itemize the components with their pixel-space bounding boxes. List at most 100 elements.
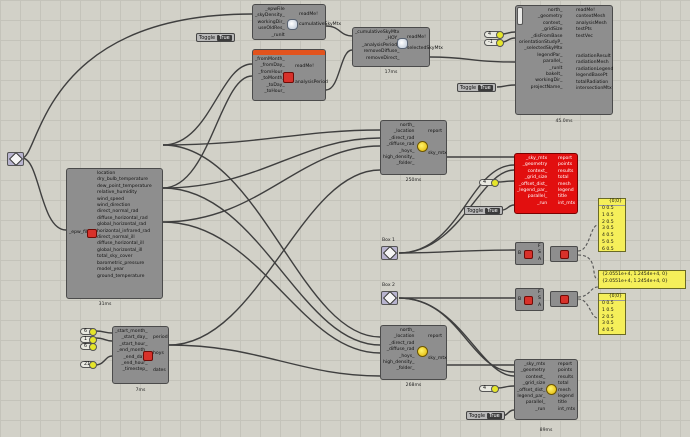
output-param[interactable]: barometric_pressure <box>97 260 145 266</box>
analysis-period-component[interactable]: _start_month_ _start_day_ _start_hour_ _… <box>112 326 169 384</box>
output-param[interactable]: selectedSkyMtx <box>407 46 444 52</box>
input-param[interactable]: _geometry <box>522 162 548 168</box>
output-param[interactable]: relative_humidity <box>97 190 137 196</box>
input-param[interactable]: _run <box>535 406 546 412</box>
output-param[interactable]: S <box>538 250 541 256</box>
toggle-value[interactable]: True <box>217 34 232 41</box>
run-toggle[interactable]: Toggle True <box>196 33 235 42</box>
input-param[interactable]: legend_par_ <box>517 394 546 400</box>
output-param[interactable]: direct_normal_ill <box>97 235 135 241</box>
output-panel[interactable]: {0;0} 0 0.5 1 0.5 2 0.5 3 0.5 4 0.5 5 0.… <box>598 198 626 252</box>
input-param[interactable]: _epwFile <box>265 7 285 12</box>
input-param[interactable]: _selectedSkyMtx <box>524 46 563 52</box>
input-param[interactable]: _direct_rad <box>389 340 415 346</box>
output-param[interactable]: period <box>153 335 168 340</box>
input-param[interactable]: _runIt <box>271 32 285 38</box>
input-param[interactable]: _geometry <box>537 14 563 20</box>
output-param[interactable]: global_horizontal_ill <box>97 247 143 253</box>
output-param[interactable]: analysisMesh <box>576 20 607 26</box>
input-param[interactable]: parallel_ <box>543 59 563 65</box>
input-param[interactable]: _location <box>393 334 415 340</box>
input-param[interactable]: context_ <box>542 20 563 26</box>
input-param[interactable]: _diffuse_rad <box>386 347 415 353</box>
output-param[interactable]: intersectionMtx <box>576 86 612 92</box>
input-param[interactable]: _end_month_ <box>117 348 148 354</box>
output-param[interactable]: cumulativeSkyMtx <box>299 22 342 28</box>
output-param[interactable]: readMe! <box>576 8 595 13</box>
input-param[interactable]: north_ <box>547 8 563 13</box>
output-param[interactable]: dates <box>153 367 166 373</box>
output-param[interactable]: F <box>538 290 541 295</box>
output-param[interactable]: radiationMesh <box>576 60 609 66</box>
output-param[interactable]: mesh <box>558 387 571 393</box>
input-param[interactable]: _location <box>393 129 415 135</box>
output-param[interactable]: report <box>558 156 573 161</box>
slider-grip[interactable] <box>491 179 499 187</box>
input-param[interactable]: _fromMonth_ <box>255 57 285 62</box>
output-param[interactable]: readMe! <box>299 12 318 17</box>
output-param[interactable]: direct_normal_rad <box>97 209 139 215</box>
number-slider[interactable]: 4 <box>484 31 504 39</box>
output-param[interactable]: testVec <box>576 33 593 39</box>
run-toggle[interactable]: Toggle True <box>466 411 505 420</box>
slider-grip[interactable] <box>496 31 504 39</box>
input-param[interactable]: _timestep_ <box>122 367 148 373</box>
number-slider[interactable]: 21 <box>80 361 97 369</box>
run-toggle[interactable]: Toggle True <box>464 206 503 215</box>
output-param[interactable]: int_mtx <box>558 406 576 412</box>
number-slider[interactable]: 4 <box>479 385 499 393</box>
output-param[interactable]: A <box>538 302 542 308</box>
input-param[interactable]: _grid_size <box>524 175 548 181</box>
input-param[interactable]: bakeIt_ <box>545 72 563 78</box>
output-param[interactable]: legend <box>558 394 574 400</box>
input-param[interactable]: removeDiffuse_ <box>363 49 400 55</box>
input-param[interactable]: _geometry <box>520 368 546 374</box>
input-param[interactable]: _start_day_ <box>121 335 148 341</box>
output-param[interactable]: location <box>97 171 116 176</box>
input-param[interactable]: _hoys_ <box>399 353 415 359</box>
input-param[interactable]: _epw_file <box>69 230 91 235</box>
analysis-period-component[interactable]: _fromMonth_ _fromDay_ _fromHour_ _toMont… <box>252 49 328 101</box>
input-param[interactable]: _runIt <box>549 65 563 71</box>
output-param[interactable]: dry_bulb_temperature <box>97 177 149 183</box>
area-component[interactable] <box>550 291 578 307</box>
input-param[interactable]: _run <box>537 200 548 206</box>
output-param[interactable]: testPts <box>576 27 592 33</box>
input-param[interactable]: north_ <box>399 328 415 333</box>
number-slider[interactable]: 4 <box>479 179 499 187</box>
input-param[interactable]: _folder_ <box>396 161 415 167</box>
output-param[interactable]: readMe! <box>407 35 426 40</box>
sky-matrix-component[interactable]: north_ _location _direct_rad _diffuse_ra… <box>380 325 447 380</box>
cumulative-sky-component[interactable]: _epwFile _skyDensity_ workingDir_ useOld… <box>252 4 341 40</box>
input-param[interactable]: north_ <box>399 123 415 128</box>
run-toggle[interactable]: Toggle True <box>457 83 496 92</box>
output-param[interactable]: model_year <box>97 267 124 273</box>
input-param[interactable]: removeDirect_ <box>365 55 400 61</box>
input-param[interactable]: _sky_mtx <box>524 362 546 367</box>
input-param[interactable]: _direct_rad <box>389 135 415 141</box>
output-param[interactable]: report <box>558 362 573 367</box>
toggle-value[interactable]: True <box>485 207 500 214</box>
input-param[interactable]: _hoys_ <box>399 148 415 154</box>
input-param[interactable]: _end_day_ <box>123 354 148 360</box>
input-param[interactable]: high_density_ <box>383 360 415 366</box>
output-param[interactable]: report <box>428 129 443 134</box>
output-param[interactable]: report <box>428 334 443 339</box>
input-param[interactable]: _grid_size <box>522 381 546 387</box>
output-panel[interactable]: {0;0} 0 0.5 1 0.5 2 0.5 3 0.5 4 0.5 <box>598 293 626 335</box>
file-path-param[interactable] <box>7 151 24 167</box>
input-param[interactable]: _toMonth_ <box>261 76 285 82</box>
input-param[interactable]: useOldRes_ <box>258 26 285 32</box>
output-param[interactable]: total <box>558 381 569 387</box>
radiation-study-component[interactable]: _sky_mtx _geometry context_ _grid_size _… <box>514 359 578 420</box>
output-param[interactable]: total_sky_cover <box>97 254 133 260</box>
output-param[interactable]: diffuse_horizontal_ill <box>97 241 144 247</box>
input-param[interactable]: _diffuse_rad <box>386 142 415 148</box>
output-param[interactable]: results <box>558 374 574 380</box>
output-param[interactable]: title <box>558 194 567 200</box>
input-param[interactable]: _toDay_ <box>266 82 285 88</box>
output-param[interactable]: wind_direction <box>97 203 131 209</box>
output-param[interactable]: title <box>558 400 567 406</box>
output-param[interactable]: points <box>558 368 573 374</box>
